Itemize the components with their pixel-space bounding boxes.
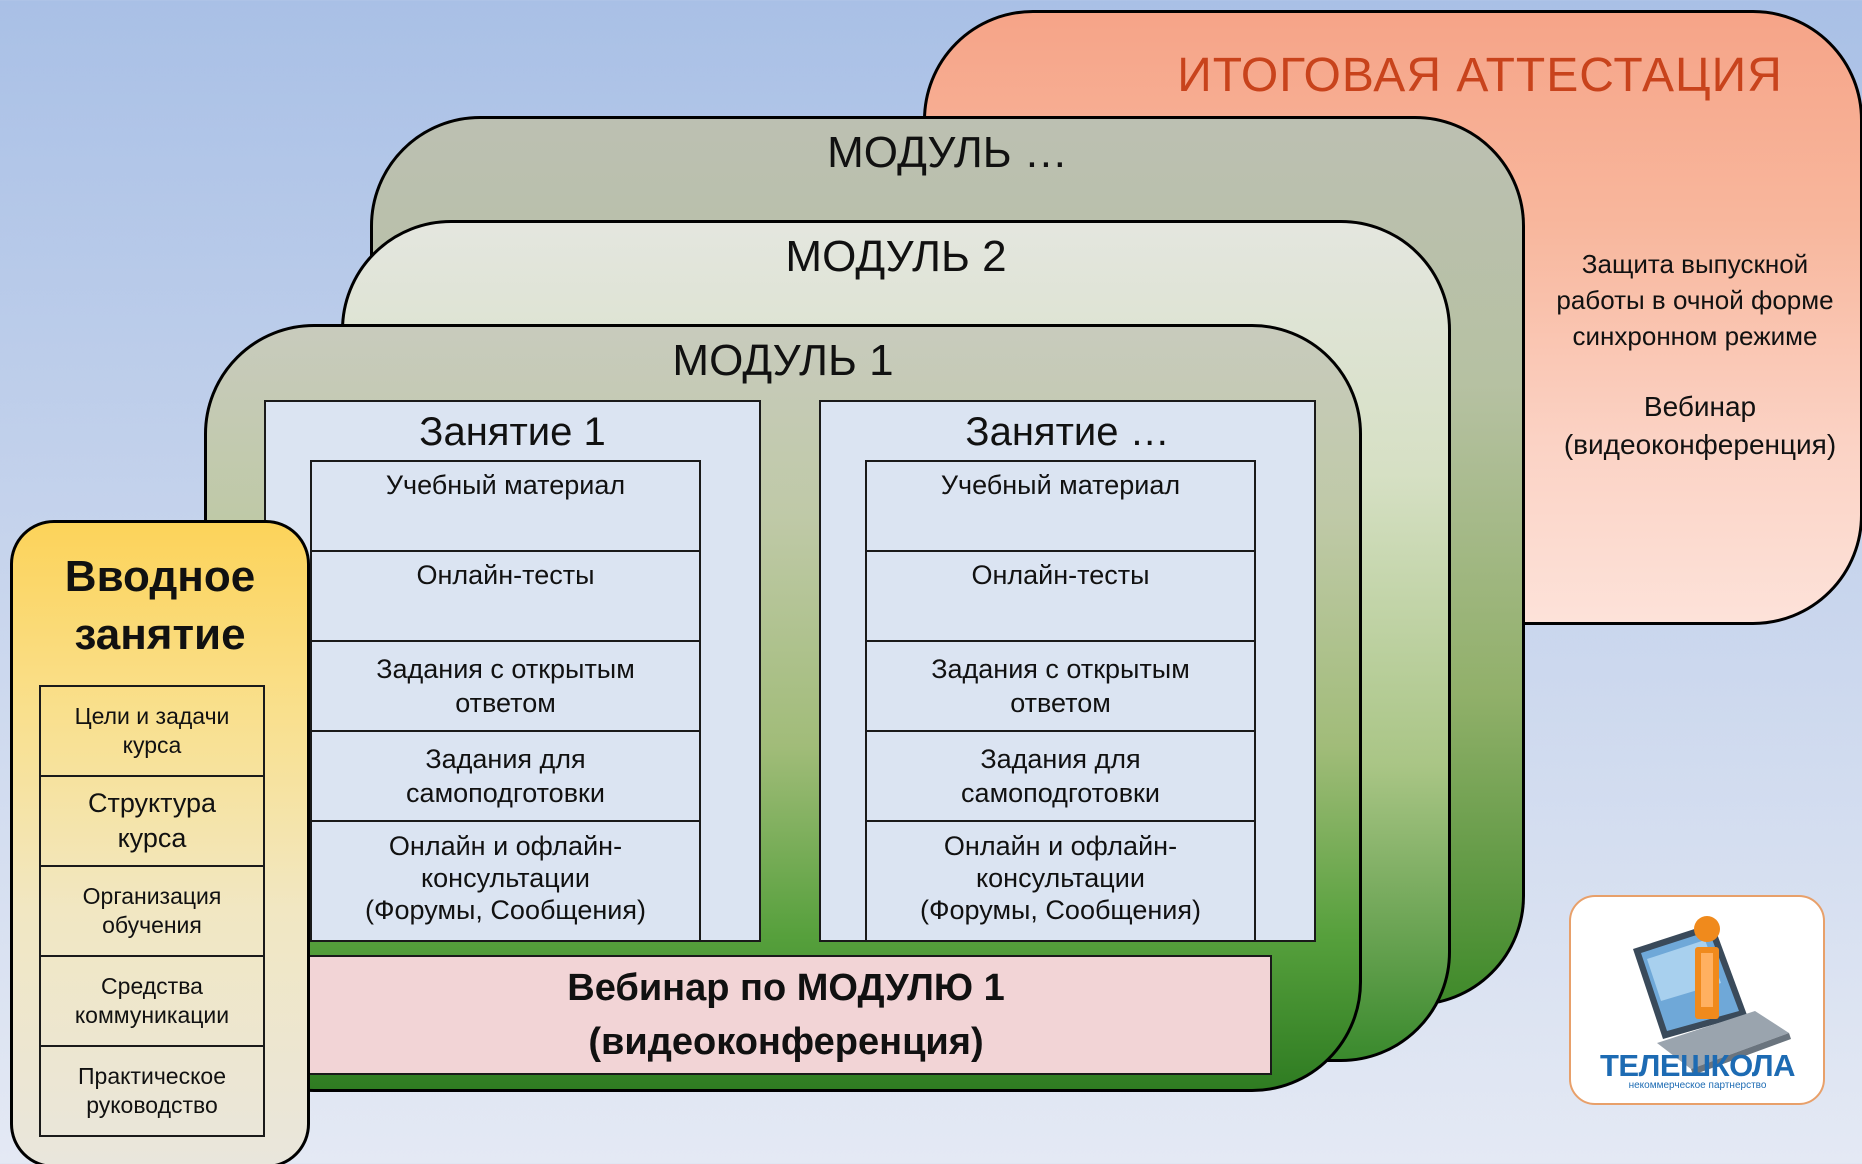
- intro-item-goals: Цели и задачи курса: [39, 685, 265, 777]
- module-1-webinar-bar: Вебинар по МОДУЛЮ 1 (видеоконференция): [300, 955, 1272, 1075]
- row-label-line: Задания с открытым: [931, 654, 1190, 684]
- intro-item-line: курса: [122, 732, 182, 758]
- intro-item-line: Структура: [87, 788, 217, 818]
- intro-item-line: обучения: [102, 912, 202, 938]
- lesson-1-row-open-tasks: Задания с открытым ответом: [310, 640, 701, 732]
- row-label-line: Задания с открытым: [376, 654, 635, 684]
- row-label: Учебный материал: [940, 470, 1181, 500]
- final-desc-line: работы в очной форме: [1556, 285, 1834, 315]
- row-label-line: Онлайн и офлайн-: [943, 831, 1178, 861]
- teleshkola-logo: [1569, 895, 1825, 1105]
- final-attestation-webinar: Вебинар (видеоконференция): [1525, 388, 1862, 464]
- lesson-1-row-self-study: Задания для самоподготовки: [310, 730, 701, 822]
- module-2-title: МОДУЛЬ 2: [785, 232, 1007, 281]
- intro-item-line: Средства: [101, 973, 203, 999]
- final-webinar-line: (видеоконференция): [1563, 429, 1837, 460]
- lesson-n-row-study-material: Учебный материал: [865, 460, 1256, 552]
- final-attestation-title: ИТОГОВАЯ АТТЕСТАЦИЯ: [1177, 49, 1783, 102]
- intro-item-line: Практическое: [78, 1063, 226, 1089]
- final-webinar-line: Вебинар: [1643, 391, 1757, 422]
- lesson-1-row-consultations: Онлайн и офлайн- консультации (Форумы, С…: [310, 820, 701, 942]
- row-label: Онлайн-тесты: [971, 560, 1150, 590]
- lesson-n-row-online-tests: Онлайн-тесты: [865, 550, 1256, 642]
- lesson-n-row-open-tasks: Задания с открытым ответом: [865, 640, 1256, 732]
- laptop-icon: [1633, 916, 1791, 1075]
- intro-title-line: занятие: [74, 610, 246, 659]
- module-n-title: МОДУЛЬ …: [827, 128, 1068, 177]
- row-label-line: консультации: [976, 863, 1145, 893]
- intro-item-line: коммуникации: [74, 1002, 230, 1028]
- logo-subtitle: некоммерческое партнерство: [1628, 1080, 1767, 1091]
- lesson-n-row-self-study: Задания для самоподготовки: [865, 730, 1256, 822]
- row-label-line: консультации: [421, 863, 590, 893]
- final-desc-line: Защита выпускной: [1581, 249, 1809, 279]
- row-label-line: Задания для: [425, 744, 586, 774]
- row-label-line: самоподготовки: [961, 778, 1160, 808]
- final-desc-line: синхронном режиме: [1572, 321, 1818, 351]
- intro-lesson-card: [10, 520, 310, 1164]
- webinar-bar-line: Вебинар по МОДУЛЮ 1: [567, 967, 1005, 1009]
- intro-title-line: Вводное: [64, 552, 256, 601]
- webinar-bar-line: (видеоконференция): [588, 1021, 984, 1063]
- logo-name: ТЕЛЕШКОЛА: [1599, 1048, 1796, 1083]
- module-1-title: МОДУЛЬ 1: [672, 336, 894, 385]
- intro-lesson-title: Вводное занятие: [10, 548, 310, 664]
- row-label-line: Онлайн и офлайн-: [388, 831, 623, 861]
- row-label-line: Задания для: [980, 744, 1141, 774]
- lesson-1-row-online-tests: Онлайн-тесты: [310, 550, 701, 642]
- row-label: Онлайн-тесты: [416, 560, 595, 590]
- lesson-1-title: Занятие 1: [419, 410, 606, 454]
- lesson-n-title: Занятие …: [965, 410, 1170, 454]
- intro-item-structure: Структура курса: [39, 775, 265, 867]
- intro-item-line: Цели и задачи: [74, 703, 230, 729]
- row-label-line: самоподготовки: [406, 778, 605, 808]
- lesson-1-row-study-material: Учебный материал: [310, 460, 701, 552]
- intro-item-line: Организация: [82, 883, 222, 909]
- row-label-line: (Форумы, Сообщения): [920, 895, 1201, 925]
- row-label-line: ответом: [455, 688, 556, 718]
- row-label-line: (Форумы, Сообщения): [365, 895, 646, 925]
- row-label: Учебный материал: [385, 470, 626, 500]
- intro-item-line: руководство: [86, 1092, 218, 1118]
- final-attestation-description: Защита выпускной работы в очной форме си…: [1530, 246, 1860, 354]
- intro-item-communication: Средства коммуникации: [39, 955, 265, 1047]
- lesson-n-row-consultations: Онлайн и офлайн- консультации (Форумы, С…: [865, 820, 1256, 942]
- row-label-line: ответом: [1010, 688, 1111, 718]
- intro-item-guide: Практическое руководство: [39, 1045, 265, 1137]
- intro-item-line: курса: [117, 823, 187, 853]
- intro-item-organization: Организация обучения: [39, 865, 265, 957]
